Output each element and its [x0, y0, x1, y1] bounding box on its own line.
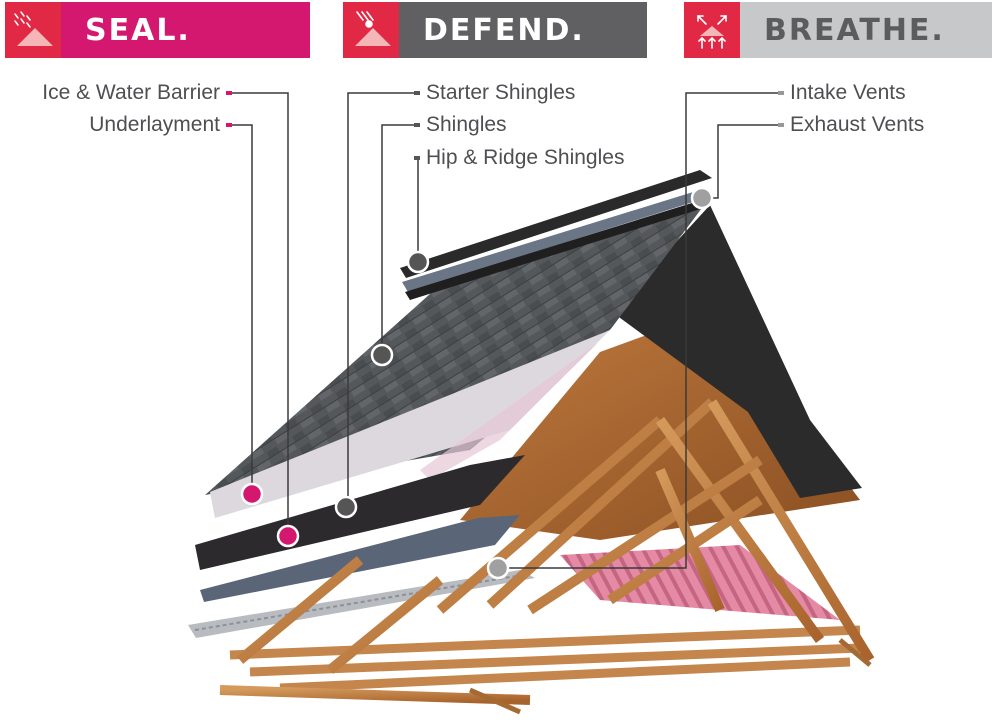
shingle-field — [205, 200, 708, 495]
shingles-label: Shingles — [426, 113, 507, 136]
exhaust-vents-label: Exhaust Vents — [790, 113, 925, 136]
seal-label: SEAL. — [61, 2, 310, 58]
starter-shingles-label: Starter Shingles — [426, 81, 576, 104]
marker-intake — [486, 556, 510, 580]
leader-exhaust — [702, 124, 782, 199]
ridge-vent — [402, 188, 712, 292]
breathe-banner: BREATHE. — [684, 2, 992, 58]
intake-vents-label: Intake Vents — [790, 81, 906, 104]
marker-ice-water — [276, 524, 300, 548]
trusses — [219, 398, 875, 705]
marker-starter — [334, 495, 358, 519]
intake-vent-strip — [188, 570, 535, 638]
right-underlayment-panel — [612, 205, 862, 498]
ridge-cap — [400, 170, 712, 278]
rain-roof-icon — [5, 2, 61, 58]
leader-ice-water — [230, 92, 289, 536]
seal-banner: SEAL. — [5, 2, 310, 58]
ice-water-barrier-label: Ice & Water Barrier — [42, 81, 220, 104]
marker-hip-ridge — [406, 250, 430, 274]
underlayment-label: Underlayment — [89, 113, 220, 136]
ice-water-barrier-layer — [195, 455, 525, 570]
marker-underlayment — [240, 482, 264, 506]
hail-roof-icon — [343, 2, 399, 58]
airflow-arrows-icon — [684, 2, 740, 58]
defend-banner: DEFEND. — [343, 2, 647, 58]
leader-intake — [500, 92, 782, 569]
marker-exhaust — [690, 186, 714, 210]
underlayment-strip — [210, 330, 610, 518]
breathe-label: BREATHE. — [740, 2, 992, 58]
ceiling-joists — [229, 625, 861, 693]
leader-shingles — [381, 124, 418, 355]
defend-label: DEFEND. — [399, 2, 647, 58]
hip-ridge-shingles-label: Hip & Ridge Shingles — [426, 146, 625, 169]
marker-shingles — [370, 343, 394, 367]
starter-strip — [200, 515, 520, 602]
leader-underlayment — [230, 124, 253, 494]
leader-starter — [347, 92, 418, 507]
insulation — [560, 545, 840, 620]
